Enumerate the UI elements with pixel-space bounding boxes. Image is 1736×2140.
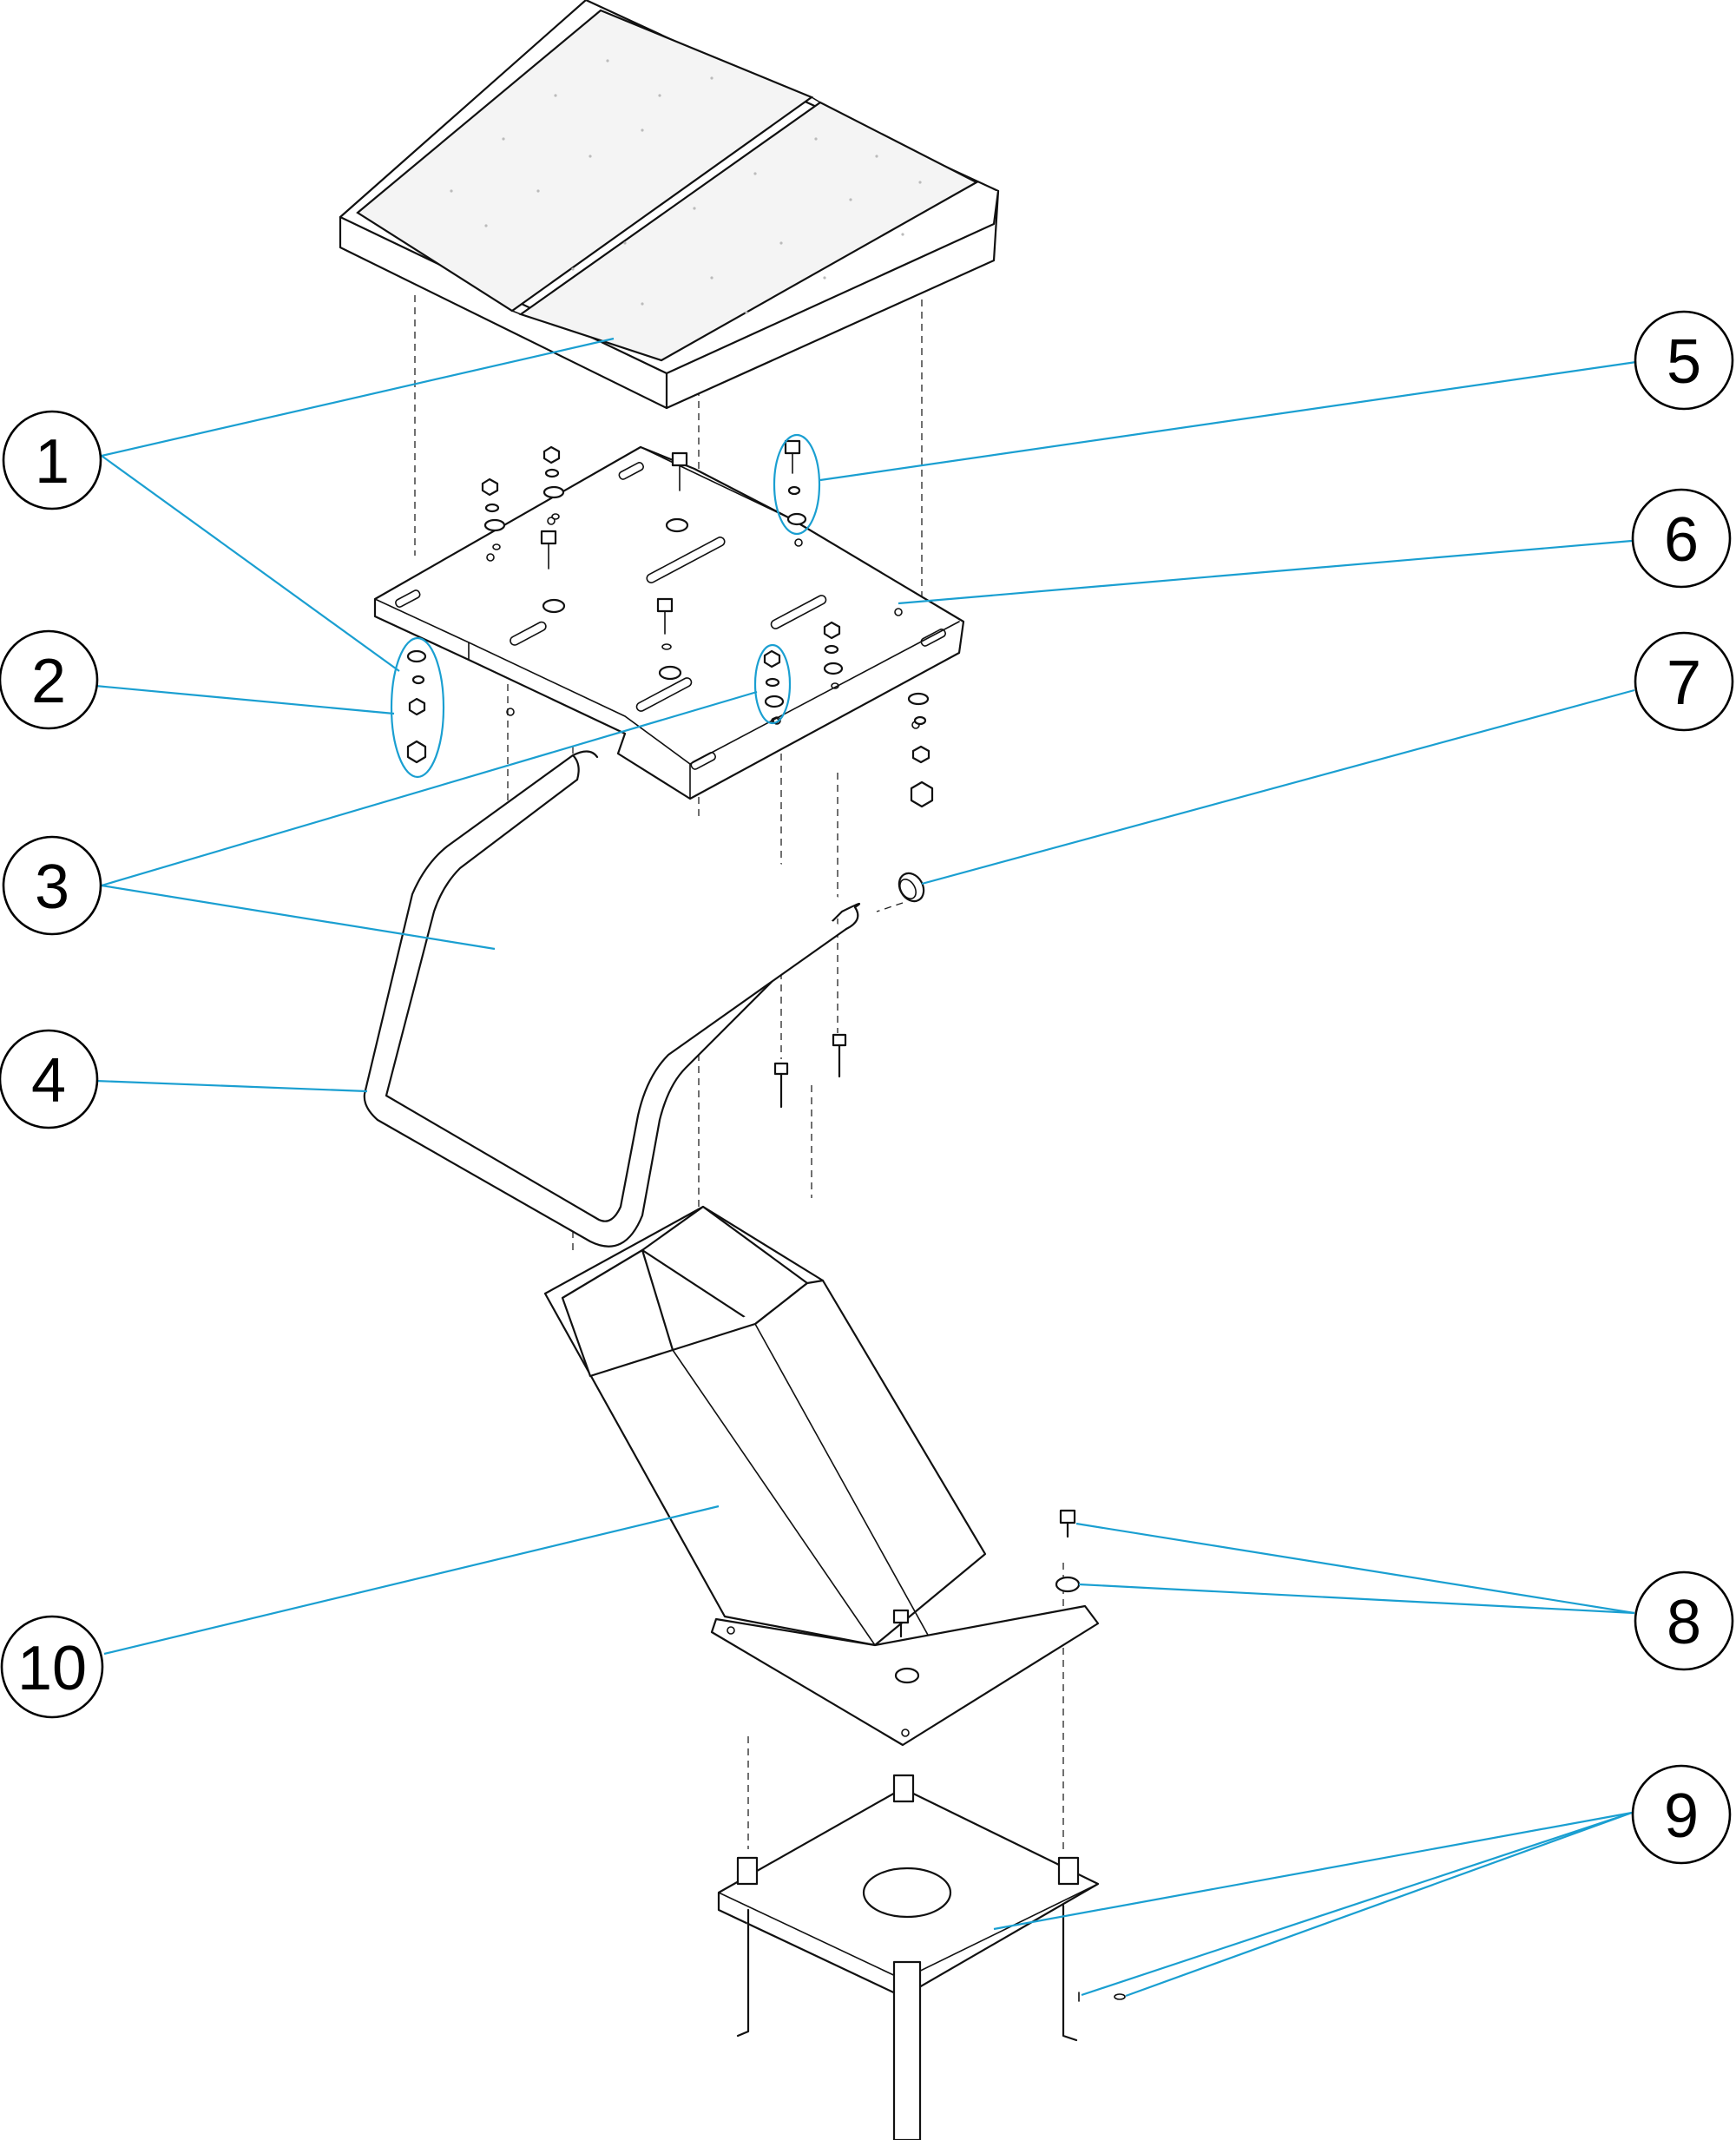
callout-number: 8 [1667,1588,1701,1657]
step-tread [339,0,1000,410]
leader-7 [921,688,1635,886]
leader-8b [1078,1583,1635,1615]
callout-6: 6 [1631,488,1732,589]
leader-4 [95,1079,368,1093]
leader-8a [1075,1522,1635,1615]
callout-number: 2 [31,647,66,716]
callout-8: 8 [1634,1570,1734,1671]
anchor-base [717,1774,1126,2140]
mounting-plate [373,445,965,800]
callout-number: 6 [1664,505,1699,575]
leader-lines [95,337,1637,1998]
callout-number: 10 [17,1634,87,1703]
end-cap [898,872,925,903]
callout-number: 9 [1664,1781,1699,1851]
leader-9c [1125,1811,1633,1998]
callout-number: 7 [1667,649,1701,718]
leader-1a [101,337,615,458]
leader-6 [898,539,1633,605]
leader-2 [95,684,395,715]
leader-3b [101,884,496,951]
callout-1: 1 [2,410,102,510]
callout-3: 3 [2,835,102,936]
leader-9b [1081,1811,1633,1997]
callout-7: 7 [1634,631,1734,732]
leader-9a [993,1811,1633,1931]
callout-number: 4 [31,1046,66,1116]
callout-2: 2 [0,629,99,730]
group-rings [390,433,821,779]
leader-3a [101,690,758,887]
callout-4: 4 [0,1029,99,1129]
callout-number: 1 [35,427,69,497]
leader-1b [101,455,400,672]
leader-10 [103,1505,720,1656]
plate-holes [486,517,920,729]
handrail [363,750,861,1248]
callout-9: 9 [1631,1764,1732,1865]
stanchion [543,1205,1100,1747]
callout-number: 3 [35,853,69,922]
callout-number: 5 [1667,327,1701,397]
callout-5: 5 [1634,310,1734,411]
callout-10: 10 [0,1615,104,1719]
plate-slots [395,462,946,770]
tread-texture [450,59,922,314]
leader-5 [819,360,1637,482]
